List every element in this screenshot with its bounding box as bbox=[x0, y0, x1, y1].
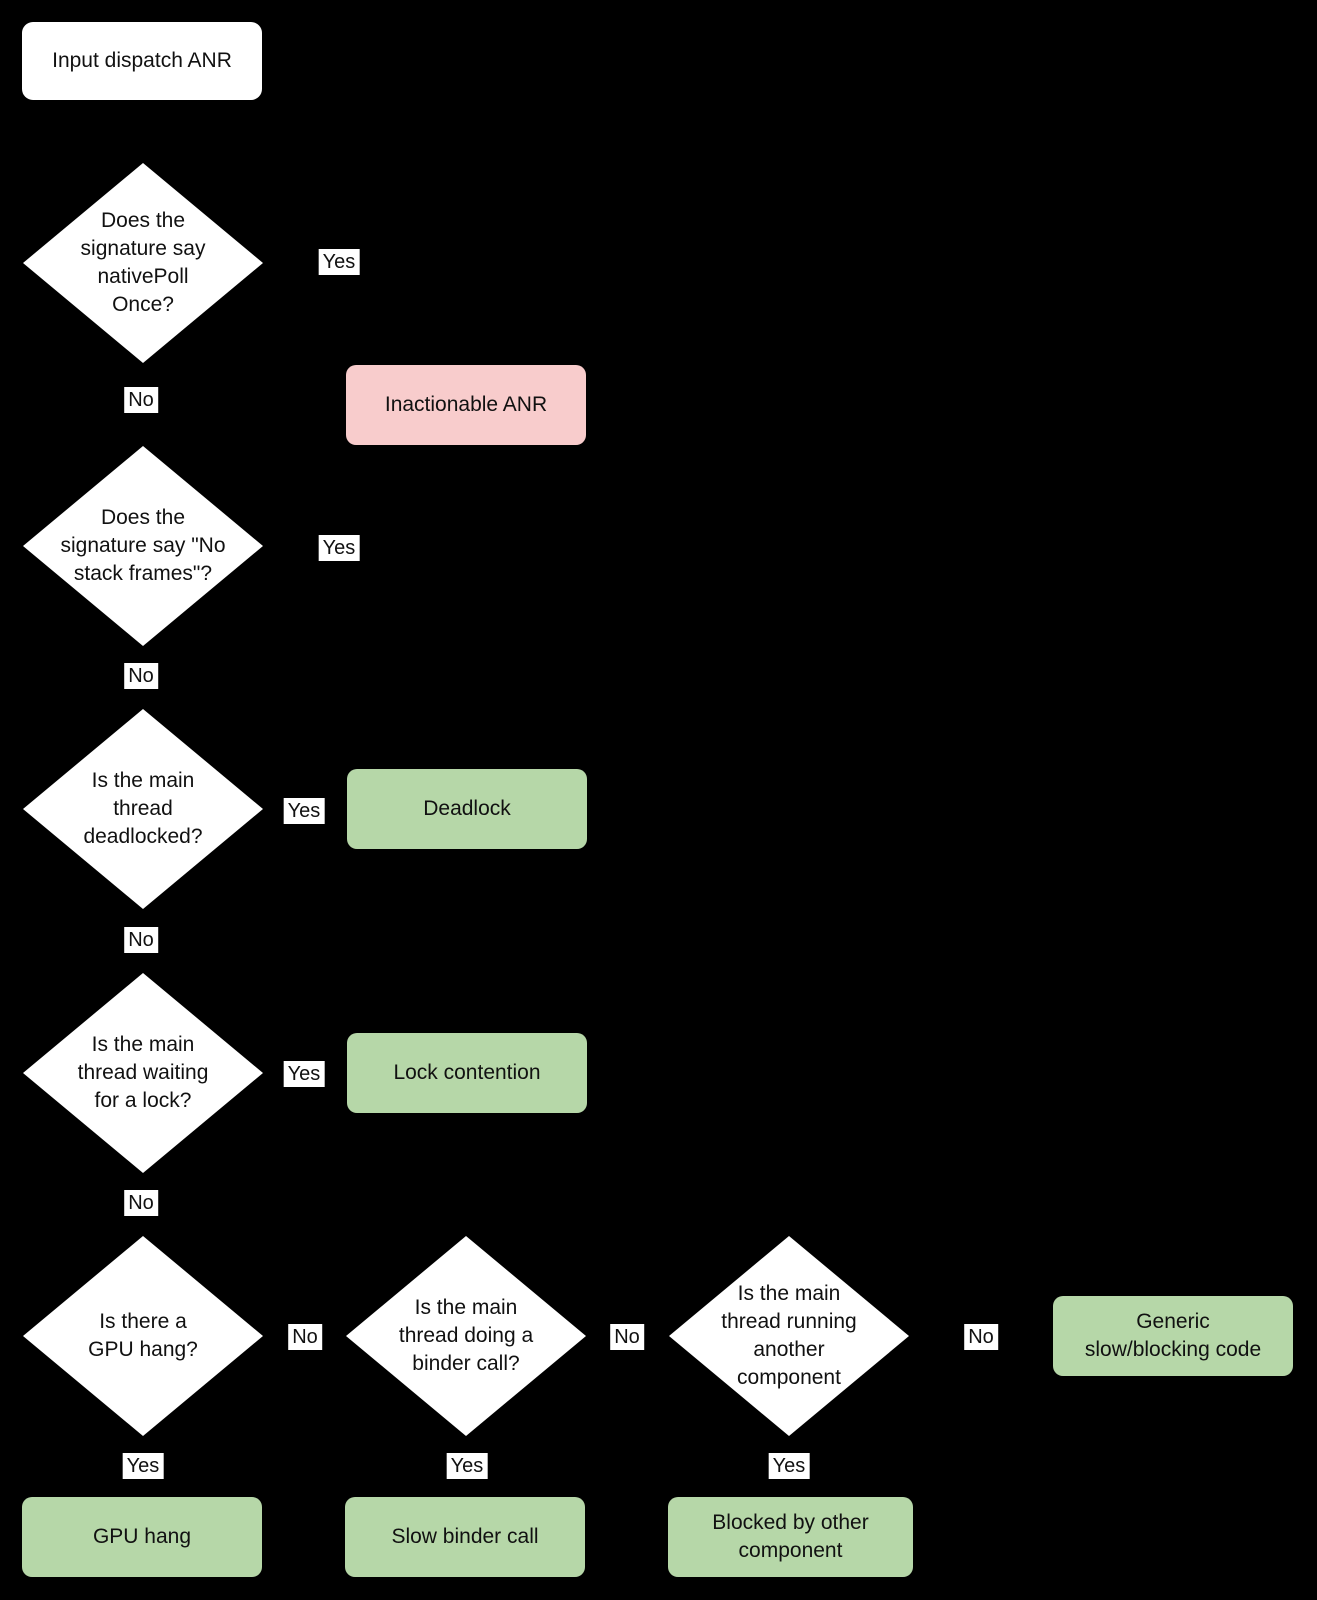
decision-main-thread-deadlocked: Is the main thread deadlocked? bbox=[23, 709, 263, 909]
outcome-label: Blocked by other component bbox=[712, 1509, 868, 1565]
text-line: GPU hang? bbox=[88, 1338, 198, 1361]
text-line: binder call? bbox=[412, 1352, 520, 1375]
edge-label-yes-deadlock: Yes bbox=[283, 798, 325, 824]
decision-label: Is the main thread doing a binder call? bbox=[399, 1294, 533, 1378]
decision-label: Does the signature say "No stack frames"… bbox=[60, 504, 225, 588]
edge-label-yes-nativepoll: Yes bbox=[318, 249, 360, 275]
start-node-input-dispatch-anr: Input dispatch ANR bbox=[22, 22, 262, 100]
text-line: stack frames"? bbox=[73, 562, 213, 585]
text-line: signature say "No bbox=[60, 534, 226, 557]
edge-label-yes-binder-call: Yes bbox=[446, 1453, 488, 1479]
decision-label: Does the signature say nativePoll Once? bbox=[81, 207, 206, 319]
edge-label-yes-lock-contention: Yes bbox=[283, 1061, 325, 1087]
start-node-label: Input dispatch ANR bbox=[52, 47, 232, 75]
outcome-label: Lock contention bbox=[393, 1059, 540, 1087]
text-line: Once? bbox=[112, 293, 174, 316]
outcome-label: GPU hang bbox=[93, 1523, 191, 1551]
edge-label-no-lock-contention: No bbox=[124, 1190, 158, 1216]
text-line: thread bbox=[113, 797, 173, 820]
decision-label: Is the main thread deadlocked? bbox=[83, 767, 202, 851]
outcome-lock-contention: Lock contention bbox=[347, 1033, 587, 1113]
text-line: nativePoll bbox=[97, 265, 189, 288]
text-line: Is the main bbox=[737, 1282, 841, 1305]
decision-signature-nativepoll-once: Does the signature say nativePoll Once? bbox=[23, 163, 263, 363]
edge-label-no-gpu-hang: No bbox=[288, 1324, 322, 1350]
decision-signature-no-stack-frames: Does the signature say "No stack frames"… bbox=[23, 446, 263, 646]
outcome-gpu-hang: GPU hang bbox=[22, 1497, 262, 1577]
text-line: Blocked by other bbox=[712, 1511, 869, 1534]
outcome-label: Generic slow/blocking code bbox=[1085, 1308, 1261, 1364]
decision-main-thread-waiting-lock: Is the main thread waiting for a lock? bbox=[23, 973, 263, 1173]
text-line: component bbox=[738, 1539, 843, 1562]
edge-label-yes-gpu-hang: Yes bbox=[122, 1453, 164, 1479]
text-line: another bbox=[753, 1338, 825, 1361]
outcome-label: Slow binder call bbox=[391, 1523, 538, 1551]
edge-label-yes-no-stack-frames: Yes bbox=[318, 535, 360, 561]
text-line: Input dispatch ANR bbox=[52, 49, 232, 72]
edge-label-no-no-stack-frames: No bbox=[124, 663, 158, 689]
text-line: Lock contention bbox=[393, 1061, 541, 1084]
edge-label-no-nativepoll: No bbox=[124, 387, 158, 413]
decision-main-thread-running-another-component: Is the main thread running another compo… bbox=[669, 1236, 909, 1436]
text-line: GPU hang bbox=[92, 1525, 192, 1548]
text-line: thread waiting bbox=[77, 1061, 209, 1084]
text-line: thread running bbox=[721, 1310, 857, 1333]
text-line: signature say bbox=[80, 237, 206, 260]
decision-gpu-hang: Is there a GPU hang? bbox=[23, 1236, 263, 1436]
outcome-deadlock: Deadlock bbox=[347, 769, 587, 849]
edge-label-no-binder-call: No bbox=[610, 1324, 644, 1350]
text-line: slow/blocking code bbox=[1084, 1338, 1262, 1361]
outcome-generic-slow-blocking-code: Generic slow/blocking code bbox=[1053, 1296, 1293, 1376]
text-line: Is the main bbox=[414, 1296, 518, 1319]
text-line: for a lock? bbox=[94, 1089, 192, 1112]
text-line: component bbox=[737, 1366, 841, 1389]
text-line: deadlocked? bbox=[83, 825, 203, 848]
outcome-label: Inactionable ANR bbox=[385, 391, 547, 419]
text-line: Generic bbox=[1136, 1310, 1210, 1333]
text-line: Is the main bbox=[91, 769, 195, 792]
decision-label: Is the main thread waiting for a lock? bbox=[78, 1031, 209, 1115]
text-line: Deadlock bbox=[423, 797, 511, 820]
text-line: Is the main bbox=[91, 1033, 195, 1056]
decision-label: Is there a GPU hang? bbox=[88, 1308, 198, 1364]
text-line: Is there a bbox=[99, 1310, 187, 1333]
edge-label-no-deadlock: No bbox=[124, 927, 158, 953]
edge-label-no-another-component: No bbox=[964, 1324, 998, 1350]
outcome-inactionable-anr: Inactionable ANR bbox=[346, 365, 586, 445]
text-line: Does the bbox=[100, 209, 186, 232]
text-line: Inactionable ANR bbox=[384, 393, 548, 416]
text-line: Does the bbox=[100, 506, 186, 529]
decision-label: Is the main thread running another compo… bbox=[721, 1280, 856, 1392]
edge-label-yes-another-component: Yes bbox=[768, 1453, 810, 1479]
decision-main-thread-binder-call: Is the main thread doing a binder call? bbox=[346, 1236, 586, 1436]
text-line: thread doing a bbox=[398, 1324, 534, 1347]
outcome-label: Deadlock bbox=[423, 795, 511, 823]
outcome-slow-binder-call: Slow binder call bbox=[345, 1497, 585, 1577]
outcome-blocked-by-other-component: Blocked by other component bbox=[668, 1497, 913, 1577]
text-line: Slow binder call bbox=[391, 1525, 539, 1548]
